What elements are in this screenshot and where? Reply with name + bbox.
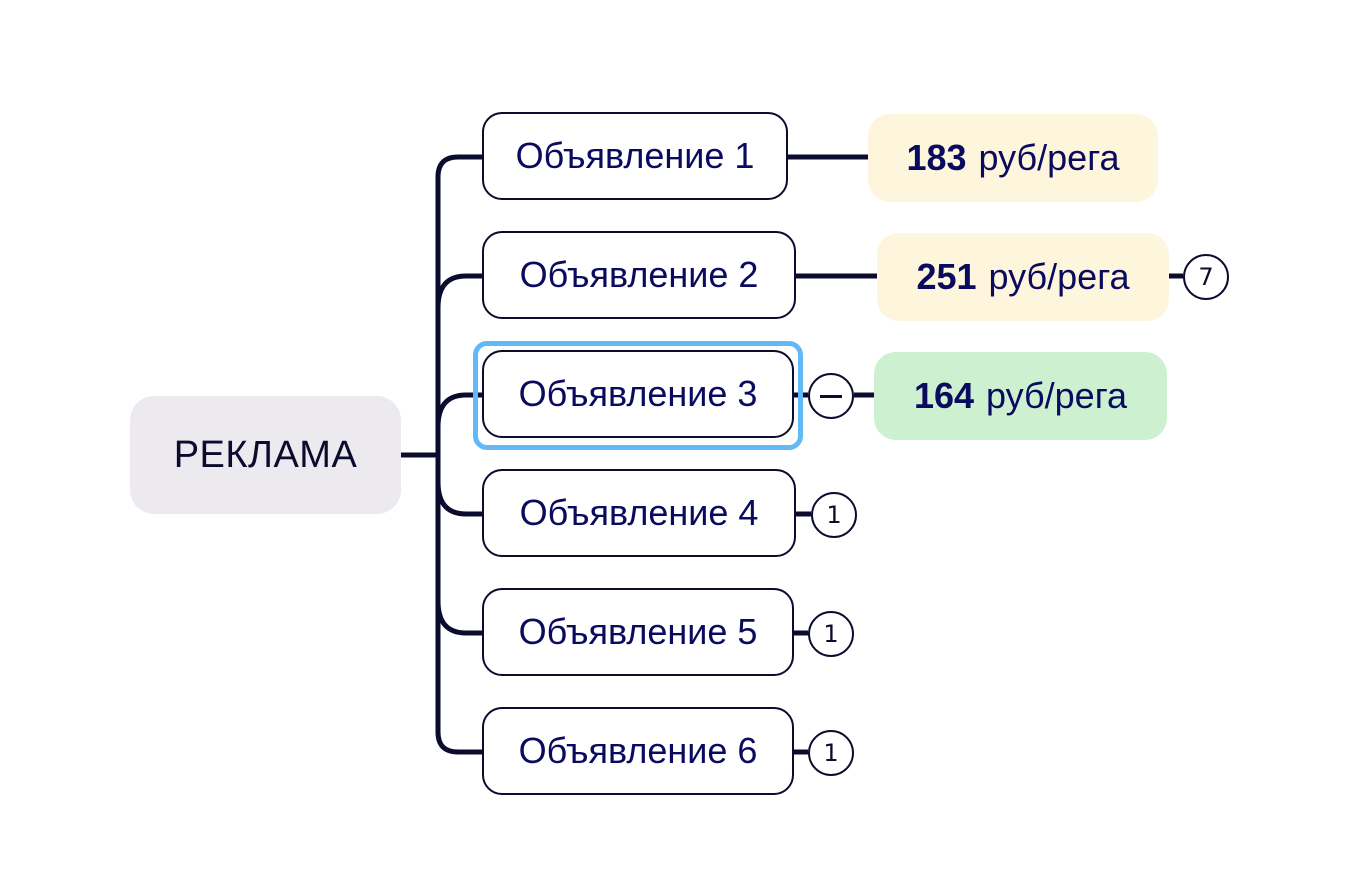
branch-connector <box>435 600 482 636</box>
collapsed-count-badge[interactable]: 1 <box>808 730 854 776</box>
metric-unit: руб/рега <box>988 256 1130 297</box>
badge-count: 1 <box>823 739 839 767</box>
root-node[interactable]: РЕКЛАМА <box>130 396 401 514</box>
child-node-3[interactable]: Объявление 3 <box>482 350 794 438</box>
child-node-label: Объявление 6 <box>518 730 758 771</box>
collapsed-count-badge[interactable]: 1 <box>811 492 857 538</box>
child-node-6[interactable]: Объявление 6 <box>482 707 794 795</box>
child-node-4[interactable]: Объявление 4 <box>482 469 796 557</box>
child-node-5[interactable]: Объявление 5 <box>482 588 794 676</box>
branch-connector <box>435 481 482 517</box>
metric-value: 251 <box>916 256 977 297</box>
child-node-2[interactable]: Объявление 2 <box>482 231 796 319</box>
metric-value: 183 <box>906 137 967 178</box>
collapsed-count-badge[interactable]: 1 <box>808 611 854 657</box>
child-node-label: Объявление 4 <box>519 492 759 533</box>
metric-node-1[interactable]: 183 руб/рега <box>868 114 1158 202</box>
branch-connector <box>435 273 482 309</box>
root-node-label: РЕКЛАМА <box>173 433 358 476</box>
metric-value: 164 <box>913 375 975 416</box>
metric-unit: руб/рега <box>986 375 1128 416</box>
child-node-1[interactable]: Объявление 1 <box>482 112 788 200</box>
metric-node-2[interactable]: 251 руб/рега <box>877 233 1169 321</box>
branch-connector <box>435 154 482 178</box>
branch-connector <box>435 731 482 755</box>
metric-unit: руб/рега <box>978 137 1120 178</box>
collapsed-count-badge[interactable]: 7 <box>1183 254 1229 300</box>
metric-node-3[interactable]: 164 руб/рега <box>874 352 1167 440</box>
child-node-label: Объявление 1 <box>515 135 755 176</box>
badge-count: 7 <box>1198 263 1214 291</box>
child-node-label: Объявление 5 <box>518 611 758 652</box>
child-node-label: Объявление 2 <box>519 254 759 295</box>
selection-highlight <box>473 341 803 450</box>
badge-count: 1 <box>823 620 839 648</box>
badge-count: 1 <box>826 501 842 529</box>
collapse-toggle-icon[interactable] <box>808 373 854 419</box>
child-node-label: Объявление 3 <box>518 373 758 414</box>
